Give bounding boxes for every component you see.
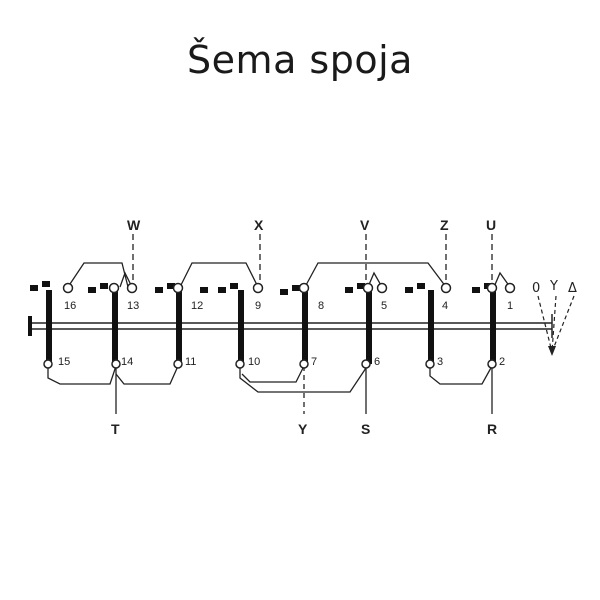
terminal-number: 14	[121, 356, 133, 368]
bottom-wiring	[47, 365, 493, 393]
phase-label-y: Y	[298, 421, 308, 437]
phase-label-w: W	[127, 217, 141, 233]
top-phase-leads	[132, 234, 493, 285]
terminal-number: 9	[255, 300, 261, 312]
diagram-title: Šema spoja	[187, 38, 413, 82]
phase-label-x: X	[254, 217, 264, 233]
main-shaft	[32, 322, 552, 330]
terminal-number: 10	[248, 356, 260, 368]
switch-symbol-zero: 0	[532, 281, 540, 296]
terminal-number: 5	[381, 300, 387, 312]
phase-label-u: U	[486, 217, 496, 233]
terminal-number: 15	[58, 356, 70, 368]
phase-label-s: S	[361, 421, 370, 437]
top-wiring	[67, 262, 511, 288]
terminal-number: 8	[318, 300, 324, 312]
terminal-number: 16	[64, 300, 76, 312]
terminal-number: 3	[437, 356, 443, 368]
bottom-terminals	[43, 359, 497, 369]
selector-switch	[537, 295, 575, 353]
phase-label-z: Z	[440, 217, 449, 233]
phase-label-r: R	[487, 421, 497, 437]
bottom-phase-leads	[115, 366, 493, 414]
switch-symbol-star: Y	[549, 279, 558, 294]
top-terminals	[62, 282, 516, 294]
terminal-number: 13	[127, 300, 139, 312]
shaft-left-end	[28, 316, 32, 336]
phase-label-t: T	[111, 421, 120, 437]
selector-arrow	[548, 346, 556, 356]
terminal-number: 2	[499, 356, 505, 368]
terminal-number: 7	[311, 356, 317, 368]
terminal-number: 11	[185, 356, 196, 368]
contact-bars	[46, 290, 496, 364]
terminal-number: 6	[374, 356, 380, 368]
phase-label-v: V	[360, 217, 370, 233]
terminal-number: 1	[507, 300, 513, 312]
terminal-number: 4	[442, 300, 448, 312]
terminal-number: 12	[191, 300, 203, 312]
switch-symbol-delta: Δ	[568, 281, 577, 296]
